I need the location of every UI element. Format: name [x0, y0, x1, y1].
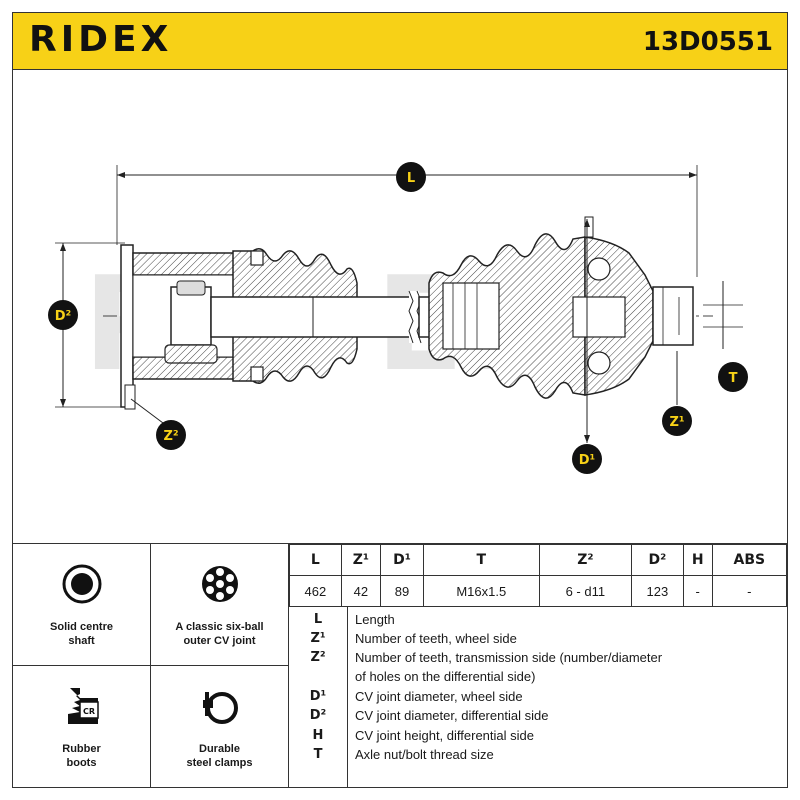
d2-dimension: D² — [48, 242, 125, 408]
label-l: L — [407, 171, 415, 186]
legend-row: D¹ CV joint diameter, wheel side — [289, 689, 787, 708]
feature-caption: A classic six-ball — [175, 621, 264, 633]
technical-drawing: RIDEX L D² — [13, 69, 787, 543]
legend-row: Z¹ Number of teeth, wheel side — [289, 631, 787, 650]
inner-cv-joint — [120, 244, 252, 410]
feature-caption: Durable — [199, 743, 240, 755]
label-d2: D² — [55, 309, 72, 324]
legend-text: CV joint diameter, wheel side — [355, 689, 523, 704]
feature-caption: outer CV joint — [183, 635, 256, 647]
spec-header: T — [422, 544, 540, 576]
spec-value-row: 462 42 89 M16x1.5 6 - d11 123 - - — [289, 575, 787, 607]
spec-header: Z² — [538, 544, 633, 576]
legend-divider — [347, 606, 348, 787]
legend-key: T — [313, 747, 323, 762]
legend-row: H CV joint height, differential side — [289, 728, 787, 747]
legend-key: H — [312, 728, 324, 743]
legend-key: D² — [309, 708, 327, 723]
spec-header: ABS — [711, 544, 787, 576]
z1-callout: Z¹ — [662, 351, 692, 436]
thread-dimension: T — [703, 281, 748, 392]
legend-row: D² CV joint diameter, differential side — [289, 708, 787, 727]
feature-caption: Solid centre — [50, 621, 113, 633]
spec-header-row: L Z¹ D¹ T Z² D² H ABS — [289, 544, 787, 576]
legend-text: Number of teeth, wheel side — [355, 631, 517, 646]
legend-text: CV joint diameter, differential side — [355, 708, 549, 723]
legend: L Length Z¹ Number of teeth, wheel side Z²… — [289, 606, 787, 787]
drive-shaft-drawing: RIDEX L D² — [48, 162, 748, 474]
spec-value: M16x1.5 — [422, 575, 540, 607]
feature-caption: Rubber — [62, 743, 101, 755]
feature-caption: shaft — [68, 635, 95, 647]
feature-steel-clamps: Durable steel clamps — [151, 666, 289, 787]
feature-six-ball-joint: A classic six-ball outer CV joint — [151, 544, 289, 666]
legend-text: Axle nut/bolt thread size — [355, 747, 494, 762]
length-dimension: L — [116, 162, 698, 277]
info-panel: Solid centre shaft A classic six-ball ou… — [13, 543, 787, 787]
product-sheet: RIDEX 13D0551 RIDEX L — [12, 12, 788, 788]
feature-rubber-boots: CR Rubber boots — [13, 666, 151, 787]
inner-clamp-outer-bottom — [250, 366, 264, 382]
legend-row: L Length — [289, 612, 787, 631]
spec-header: D¹ — [380, 544, 424, 576]
spec-header: H — [682, 544, 713, 576]
spec-value: 89 — [380, 575, 424, 607]
legend-key: L — [313, 612, 323, 627]
legend-row: Z² Number of teeth, transmission side (nu… — [289, 650, 787, 669]
legend-key: Z¹ — [310, 631, 326, 646]
label-z2: Z² — [163, 429, 178, 444]
legend-text: of holes on the differential side) — [355, 669, 536, 684]
label-d1: D¹ — [579, 453, 596, 468]
rubber-boot-icon: CR — [68, 688, 99, 724]
spec-value: 123 — [631, 575, 684, 607]
legend-row: of holes on the differential side) — [289, 669, 787, 688]
legend-key: D¹ — [309, 689, 327, 704]
part-number: 13D0551 — [642, 27, 773, 57]
solid-shaft-icon — [62, 564, 102, 604]
feature-caption: boots — [66, 757, 97, 769]
feature-solid-shaft: Solid centre shaft — [13, 544, 151, 666]
feature-caption: steel clamps — [186, 757, 253, 769]
inner-clamp-outer — [250, 250, 264, 266]
spec-value: - — [711, 575, 787, 607]
legend-text: Length — [355, 612, 395, 627]
legend-text: CV joint height, differential side — [355, 728, 534, 743]
spec-table: L Z¹ D¹ T Z² D² H ABS 462 42 89 M16x1.5 … — [289, 544, 787, 607]
spec-header: D² — [631, 544, 684, 576]
d1-dimension: D¹ — [572, 219, 602, 474]
legend-row: T Axle nut/bolt thread size — [289, 747, 787, 766]
outer-cv-joint — [572, 216, 694, 396]
label-t: T — [729, 371, 738, 386]
label-z1: Z¹ — [669, 415, 684, 430]
legend-text: Number of teeth, transmission side (numb… — [355, 650, 663, 665]
spec-value: 6 - d11 — [538, 575, 633, 607]
six-ball-joint-icon — [202, 566, 238, 602]
spec-value: 462 — [289, 575, 342, 607]
brand-logo: RIDEX — [29, 19, 173, 60]
header-bar: RIDEX 13D0551 — [13, 13, 787, 70]
steel-clamp-icon — [203, 692, 238, 724]
z2-callout: Z² — [130, 398, 186, 450]
spec-header: Z¹ — [340, 544, 382, 576]
spec-value: 42 — [340, 575, 382, 607]
spec-value: - — [682, 575, 713, 607]
cr-badge: CR — [83, 707, 95, 716]
spec-header: L — [289, 544, 342, 576]
legend-key: Z² — [310, 650, 326, 665]
